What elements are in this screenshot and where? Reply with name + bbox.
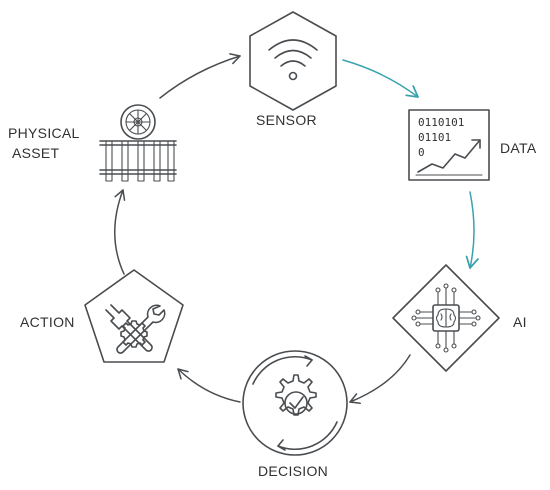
brain-chip-icon	[392, 264, 500, 372]
binary-chart-icon: 0110101 01101 0	[408, 109, 490, 181]
label-sensor: SENSOR	[256, 112, 317, 128]
gear-check-icon	[242, 350, 348, 456]
arrow-ai-to-decision	[349, 354, 411, 405]
binary-line-2: 01101	[418, 131, 451, 144]
arrow-decision-to-action	[177, 368, 241, 403]
binary-line-1: 0110101	[418, 116, 464, 129]
label-physical-line2: ASSET	[12, 145, 60, 161]
label-physical-line1: PHYSICAL	[8, 125, 80, 141]
wheel-rail-icon	[99, 104, 177, 182]
label-ai: AI	[513, 314, 527, 330]
label-decision: DECISION	[258, 463, 329, 479]
tools-icon	[84, 269, 184, 363]
arrow-action-to-physical	[114, 189, 126, 275]
arrow-sensor-to-data	[342, 59, 419, 98]
label-data: DATA	[500, 140, 537, 156]
arrow-data-to-ai	[465, 191, 479, 269]
arrow-physical-to-sensor	[159, 53, 241, 99]
binary-line-3: 0	[418, 146, 425, 159]
wifi-signal-icon	[249, 11, 337, 111]
label-action: ACTION	[20, 314, 75, 330]
